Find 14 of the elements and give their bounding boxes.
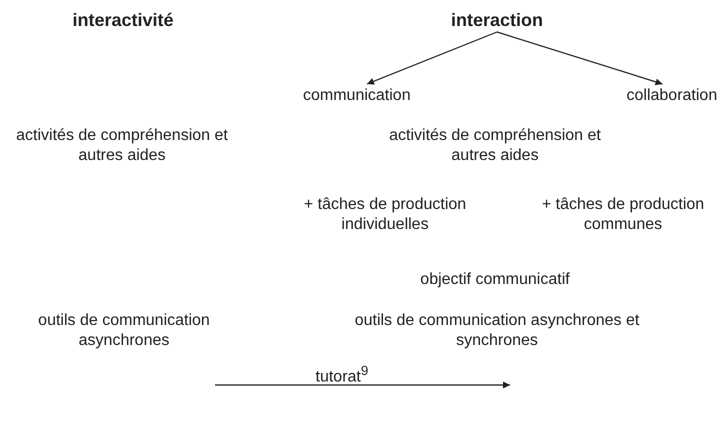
- node-label: communication: [303, 86, 411, 106]
- column-heading: interactivité: [71, 10, 175, 30]
- text-label: outils de communication asynchrones: [37, 311, 211, 351]
- arrow: [366, 31, 498, 85]
- text-label: objectif communicatif: [419, 270, 571, 290]
- text-label: + tâches de production individuelles: [302, 195, 468, 235]
- text-label: + tâches de production communes: [540, 195, 706, 235]
- text-label: outils de communication asynchrones et synchrones: [354, 311, 640, 351]
- text-label: activités de compréhension et autres aides: [15, 126, 229, 166]
- arrow-label: tutorat$^{9}$: [316, 362, 368, 388]
- arrow: [496, 31, 663, 86]
- node-label: collaboration: [626, 86, 718, 106]
- text-label: activités de compréhension et autres aides: [388, 126, 602, 166]
- node-label: interaction: [451, 10, 544, 30]
